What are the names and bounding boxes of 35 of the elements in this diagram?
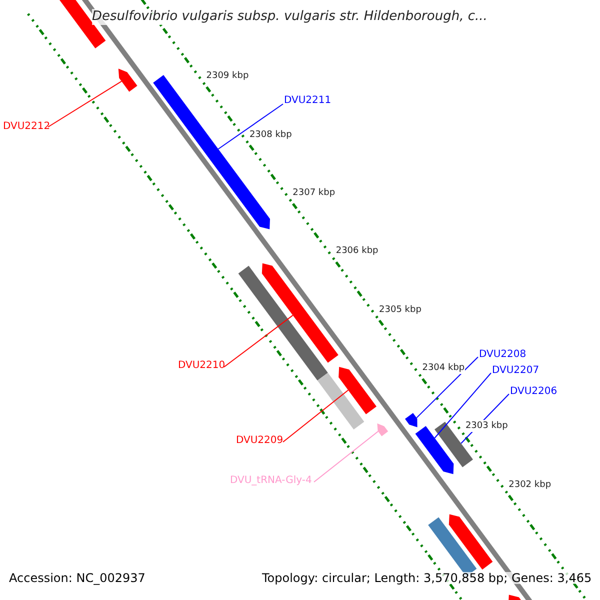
gene-feature: [238, 266, 328, 380]
gene-label: DVU2208: [479, 349, 526, 361]
leader-line: [282, 390, 349, 442]
scale-label: 2308 kbp: [249, 128, 292, 141]
scale-label: 2302 kbp: [508, 478, 552, 491]
gene-feature: [415, 426, 454, 474]
leader-line: [48, 80, 122, 128]
gene-feature: [118, 68, 138, 92]
gene-feature: [405, 413, 418, 428]
scale-label: 2306 kbp: [336, 245, 378, 258]
footer-text: Topology: circular; Length: 3,570,858 bp; Genes: 3,465: [262, 572, 592, 584]
gene-feature: [317, 372, 364, 430]
leader-line: [218, 104, 284, 150]
gene-label: DVU2207: [492, 365, 540, 377]
gene-feature: [377, 423, 388, 436]
scale-label: 2304 kbp: [422, 362, 465, 374]
scale-label: 2307 kbp: [292, 186, 336, 199]
gene-feature: [338, 366, 376, 414]
leader-line: [434, 372, 492, 438]
scale-label: 2309 kbp: [206, 70, 249, 82]
gene-label: DVU2209: [236, 435, 284, 447]
gene-feature: [262, 263, 338, 363]
gene-label: DVU2210: [178, 360, 226, 372]
gene-label: DVU2206: [510, 386, 558, 398]
leader-line: [314, 430, 379, 482]
title: Desulfovibrio vulgaris subsp. vulgaris str. Hildenborough, c...: [92, 9, 488, 25]
gene-label: DVU_tRNA-Gly-4: [230, 475, 312, 487]
leader-line: [416, 356, 478, 418]
gene-label: DVU2211: [284, 95, 332, 107]
scale-label: 2303 kbp: [465, 420, 508, 432]
scale-label: 2305 kbp: [379, 304, 422, 316]
gene-label: DVU2212: [3, 121, 50, 133]
leader-line: [224, 314, 294, 368]
footer-text: Accession: NC_002937: [9, 572, 146, 584]
gene-feature: [448, 514, 493, 570]
